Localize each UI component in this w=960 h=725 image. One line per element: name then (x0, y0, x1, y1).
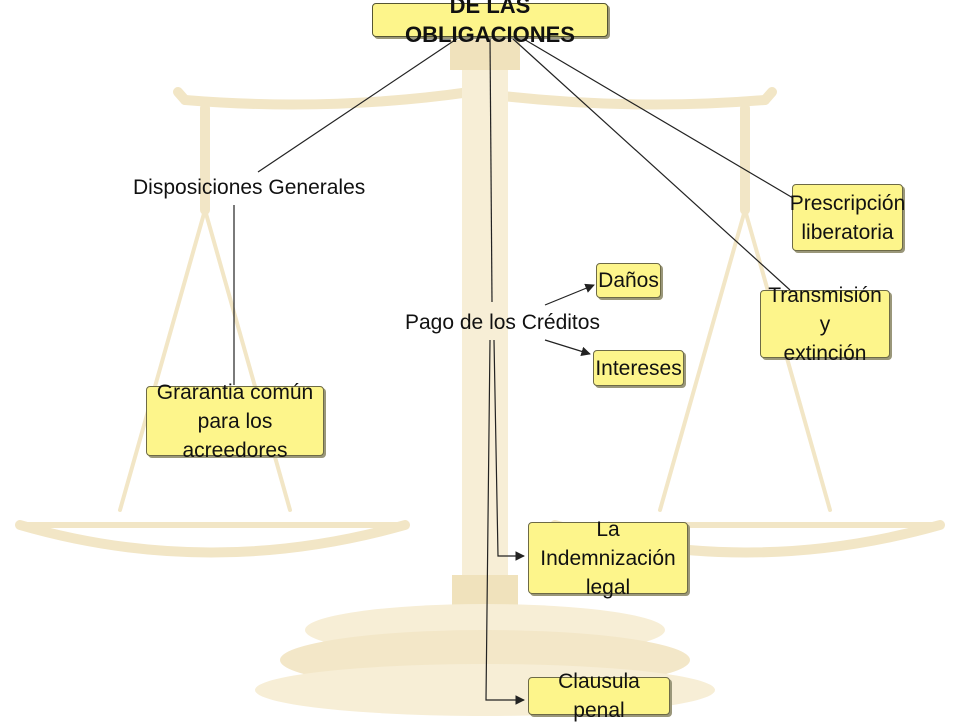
garantia-line-1: Grarantia común (156, 380, 314, 404)
arrow-pago-to-danos (544, 283, 595, 306)
indemnizacion-legal-node: La Indemnización legal (528, 518, 688, 599)
transmision-line-2: extinción (783, 341, 867, 365)
line-title-to-disposiciones (257, 37, 459, 173)
clausula-penal-node: Clausula penal (528, 670, 670, 722)
indemnizacion-line-2: legal (585, 575, 631, 599)
garantia-line-2: para los acreedores (182, 409, 288, 462)
pago-creditos-label: Pago de los Créditos (405, 311, 600, 334)
arrow-pago-to-indemnizacion (493, 339, 525, 561)
line-title-to-transmision (511, 37, 791, 291)
prescripcion-line-1: Prescripción (789, 191, 906, 215)
arrow-pago-to-clausula (485, 339, 525, 705)
garantia-comun-node: Grarantia común para los acreedores (146, 381, 324, 462)
intereses-node: Intereses (593, 350, 684, 386)
arrow-pago-to-intereses (544, 339, 591, 357)
title-text: DE LAS OBLIGACIONES (405, 0, 575, 47)
line-title-to-prescripcion (521, 37, 794, 199)
transmision-extincion-node: Transmisión y extinción (760, 284, 890, 365)
disposiciones-generales-label: Disposiciones Generales (133, 176, 366, 199)
prescripcion-line-2: liberatoria (801, 220, 894, 244)
line-title-to-pago (489, 37, 493, 303)
indemnizacion-line-1: La Indemnización (540, 517, 676, 570)
transmision-line-1: Transmisión y (768, 283, 882, 336)
danos-node: Daños (596, 263, 661, 298)
prescripcion-liberatoria-node: Prescripción liberatoria (789, 184, 906, 251)
title-node: DE LAS OBLIGACIONES (372, 0, 608, 47)
